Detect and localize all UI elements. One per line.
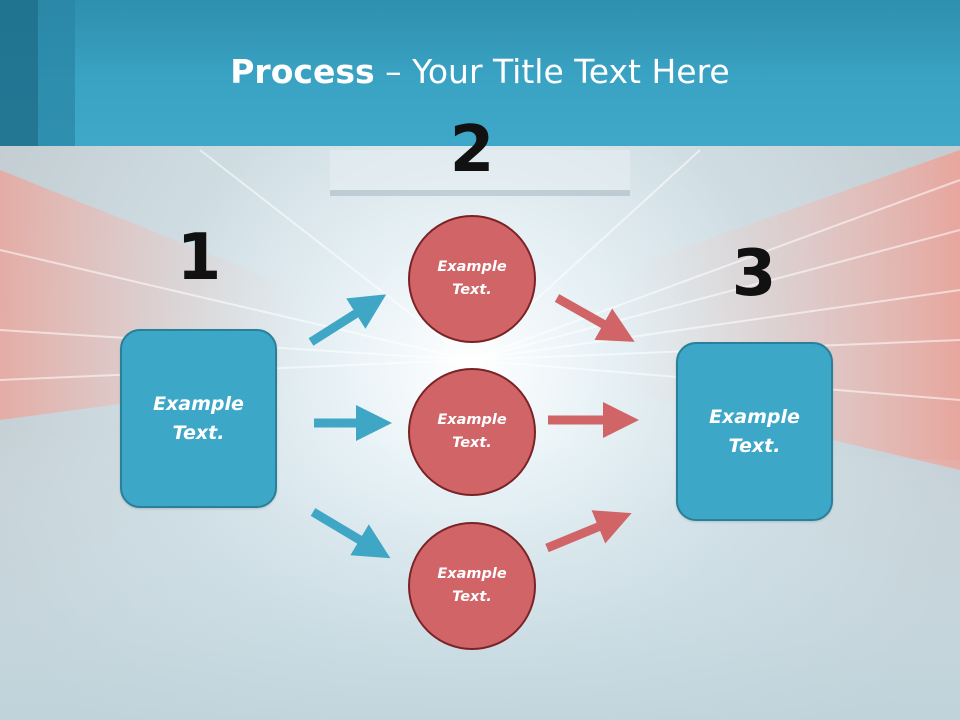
step-3-box: Example Text. bbox=[676, 342, 833, 521]
header-bar: Process – Your Title Text Here bbox=[0, 0, 960, 146]
step-number-1: 1 bbox=[176, 221, 222, 295]
slide-title: Process – Your Title Text Here bbox=[0, 52, 960, 91]
header-accent-strip-2 bbox=[38, 0, 75, 146]
header-accent-strip bbox=[0, 0, 38, 146]
step-1-text: Example Text. bbox=[153, 392, 244, 444]
title-bold: Process bbox=[230, 52, 375, 91]
circle-bottom-text: Example Text. bbox=[437, 566, 507, 605]
circle-middle-text: Example Text. bbox=[437, 412, 507, 451]
title-rest: – Your Title Text Here bbox=[374, 52, 730, 91]
circle-bottom: Example Text. bbox=[408, 522, 536, 650]
step-number-2: 2 bbox=[449, 113, 495, 187]
circle-top-text: Example Text. bbox=[437, 259, 507, 298]
step-1-box: Example Text. bbox=[120, 329, 277, 508]
circle-top: Example Text. bbox=[408, 215, 536, 343]
step-3-text: Example Text. bbox=[709, 405, 800, 457]
circle-middle: Example Text. bbox=[408, 368, 536, 496]
step-number-3: 3 bbox=[731, 237, 777, 311]
